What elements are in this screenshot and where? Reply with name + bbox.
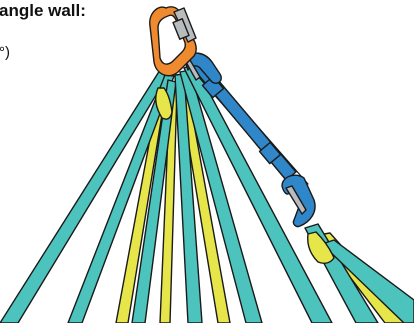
lower-carabiner [282,175,315,226]
